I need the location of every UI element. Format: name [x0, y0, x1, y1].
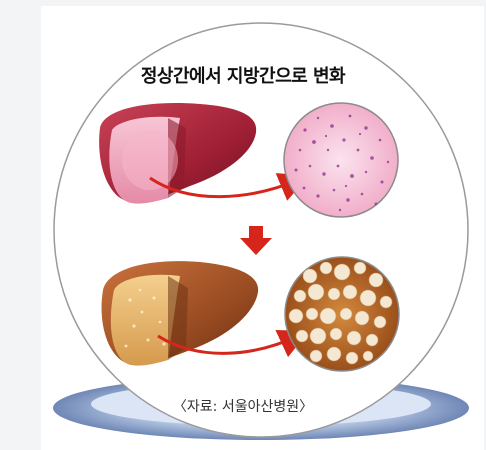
- normal-liver-icon: [99, 103, 257, 204]
- fatty-liver-icon: [101, 261, 259, 366]
- fatty-microscope-view: [284, 256, 400, 372]
- source-caption: 〈자료: 서울아산병원〉: [172, 399, 314, 415]
- normal-microscope-view: [283, 102, 399, 218]
- arrow-to-normal-micro: [149, 173, 310, 201]
- arrow-to-fatty-micro: [157, 329, 309, 358]
- diagram-title: 정상간에서 지방간으로 변화: [140, 66, 346, 87]
- arrow-down-icon: [240, 226, 272, 255]
